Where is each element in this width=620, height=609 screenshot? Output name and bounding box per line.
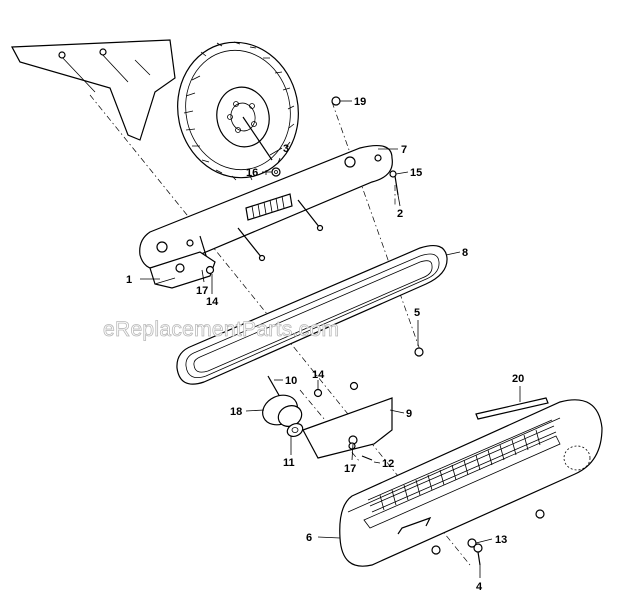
callout-13: 13: [495, 534, 507, 546]
callout-11: 11: [283, 457, 295, 469]
callout-5: 5: [414, 307, 420, 319]
wheel-assembly: [177, 41, 299, 181]
part-6-housing: [339, 399, 603, 567]
callout-14-lower: 14: [312, 369, 325, 381]
callout-9: 9: [406, 408, 412, 420]
callout-10: 10: [285, 375, 297, 387]
part-1-bracket: [149, 251, 216, 289]
callout-15: 15: [410, 167, 422, 179]
callout-2: 2: [397, 208, 403, 220]
callout-8: 8: [462, 247, 468, 259]
pins: [199, 199, 324, 263]
callout-17-lower: 17: [344, 463, 356, 475]
part-18-sprocket: [262, 375, 304, 438]
frame-bracket: [11, 39, 176, 141]
part-9-plate: [302, 397, 393, 459]
callout-19: 19: [354, 96, 366, 108]
callout-3: 3: [283, 143, 289, 155]
callout-6: 6: [306, 532, 312, 544]
watermark: eReplacementParts.com: [103, 318, 339, 341]
vent-grille: [245, 193, 293, 221]
callout-18: 18: [230, 406, 242, 418]
part-4-bolt: [473, 543, 483, 566]
callout-leaders: [140, 100, 521, 578]
callout-labels: 1 2 3 4 5 6 7 8 9 10 11 12 13 14 14 15 1…: [126, 96, 524, 593]
part-8-chain: [176, 245, 448, 385]
tire-tread: [183, 41, 295, 181]
part-20-rod: [475, 397, 549, 420]
callout-4: 4: [476, 581, 483, 593]
part-7-chain-case-plate: [139, 145, 393, 271]
housing-grille: [367, 419, 557, 513]
callout-14-upper: 14: [206, 296, 219, 308]
callout-1: 1: [126, 274, 132, 286]
callout-12: 12: [382, 458, 394, 470]
callout-20: 20: [512, 373, 524, 385]
callout-7: 7: [401, 144, 407, 156]
callout-17-upper: 17: [196, 285, 208, 297]
callout-16: 16: [246, 167, 258, 179]
hardware: [205, 96, 424, 461]
